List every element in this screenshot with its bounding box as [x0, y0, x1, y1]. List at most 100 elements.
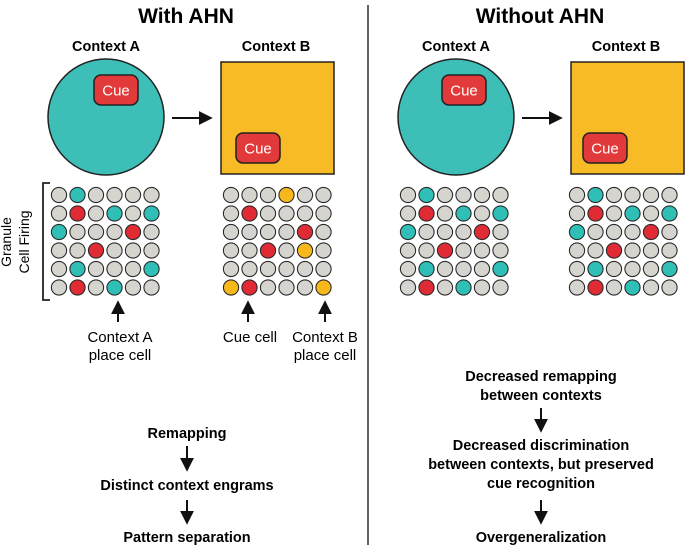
granule-inactive-cell	[241, 242, 258, 259]
flow-decreased-discrimination-line2: between contexts, but preserved	[428, 457, 654, 473]
granule-inactive-cell	[69, 223, 86, 241]
granule-inactive-cell	[50, 205, 68, 222]
flow-decreased-remapping-line2: between contexts	[480, 388, 602, 404]
granule-inactive-cell	[624, 260, 641, 278]
granule-inactive-cell	[418, 242, 435, 259]
granule-inactive-cell	[568, 279, 586, 296]
granule-inactive-cell	[568, 260, 586, 278]
granule-red-cell	[296, 223, 314, 241]
granule-teal-cell	[143, 205, 160, 222]
granule-teal-cell	[418, 260, 435, 278]
flow-distinct-engrams: Distinct context engrams	[100, 478, 273, 494]
context-a-label-right: Context A	[422, 39, 490, 55]
panel-without-ahn: Without AHN Context A Context B Cue Cue …	[397, 5, 685, 546]
granule-teal-cell	[69, 186, 86, 204]
granule-inactive-cell	[222, 223, 240, 241]
granule-bracket	[42, 182, 50, 301]
granule-inactive-cell	[50, 242, 68, 259]
granule-inactive-cell	[106, 186, 123, 204]
granule-grid-right-b	[568, 186, 678, 296]
granule-teal-cell	[661, 205, 678, 222]
granule-inactive-cell	[315, 205, 332, 222]
granule-yellow-cell	[278, 186, 295, 204]
granule-yellow-cell	[296, 242, 314, 259]
granule-yellow-cell	[315, 279, 332, 296]
granule-inactive-cell	[259, 186, 277, 204]
granule-inactive-cell	[642, 279, 660, 296]
granule-teal-cell	[492, 260, 509, 278]
granule-yellow-cell	[222, 279, 240, 296]
granule-inactive-cell	[50, 186, 68, 204]
annotation-b-line1: Context B	[292, 329, 358, 346]
granule-inactive-cell	[315, 223, 332, 241]
granule-grid-right-a	[399, 186, 509, 296]
granule-inactive-cell	[315, 186, 332, 204]
flow-decreased-discrimination-line1: Decreased discrimination	[453, 438, 630, 454]
granule-inactive-cell	[568, 205, 586, 222]
granule-inactive-cell	[661, 223, 678, 241]
granule-red-cell	[605, 242, 623, 259]
panel-title-with-ahn: With AHN	[138, 5, 234, 28]
granule-inactive-cell	[605, 205, 623, 222]
granule-inactive-cell	[642, 205, 660, 222]
granule-teal-cell	[399, 223, 417, 241]
flow-pattern-separation: Pattern separation	[123, 530, 250, 546]
granule-inactive-cell	[87, 205, 105, 222]
granule-inactive-cell	[241, 223, 258, 241]
granule-inactive-cell	[399, 260, 417, 278]
granule-inactive-cell	[492, 223, 509, 241]
cue-a-text: Cue	[102, 83, 130, 100]
panel-title-without-ahn: Without AHN	[476, 5, 605, 28]
granule-inactive-cell	[642, 186, 660, 204]
cue-a-text-right: Cue	[450, 83, 478, 100]
granule-inactive-cell	[455, 186, 472, 204]
granule-inactive-cell	[473, 279, 491, 296]
granule-teal-cell	[106, 205, 123, 222]
granule-teal-cell	[50, 223, 68, 241]
granule-teal-cell	[624, 279, 641, 296]
granule-inactive-cell	[69, 242, 86, 259]
cue-b-box	[235, 132, 281, 164]
cue-b-box-right	[582, 132, 628, 164]
granule-red-cell	[69, 205, 86, 222]
granule-inactive-cell	[259, 279, 277, 296]
granule-inactive-cell	[296, 260, 314, 278]
granule-inactive-cell	[296, 279, 314, 296]
granule-inactive-cell	[278, 279, 295, 296]
granule-teal-cell	[568, 223, 586, 241]
granule-red-cell	[124, 223, 142, 241]
granule-red-cell	[587, 279, 604, 296]
granule-inactive-cell	[605, 223, 623, 241]
granule-inactive-cell	[315, 242, 332, 259]
context-a-label: Context A	[72, 39, 140, 55]
granule-teal-cell	[587, 260, 604, 278]
granule-inactive-cell	[106, 242, 123, 259]
granule-teal-cell	[587, 186, 604, 204]
granule-inactive-cell	[436, 223, 454, 241]
granule-inactive-cell	[642, 260, 660, 278]
granule-inactive-cell	[492, 242, 509, 259]
context-b-label-right: Context B	[592, 39, 660, 55]
granule-teal-cell	[455, 279, 472, 296]
granule-inactive-cell	[399, 186, 417, 204]
granule-inactive-cell	[399, 205, 417, 222]
granule-inactive-cell	[143, 223, 160, 241]
granule-inactive-cell	[455, 242, 472, 259]
axis-label-line2: Cell Firing	[16, 210, 32, 273]
flow-decreased-remapping-line1: Decreased remapping	[465, 369, 617, 385]
granule-inactive-cell	[87, 279, 105, 296]
annotation-cue-cell: Cue cell	[223, 329, 277, 346]
granule-inactive-cell	[222, 260, 240, 278]
granule-grid-left-a	[50, 186, 160, 296]
granule-inactive-cell	[278, 223, 295, 241]
granule-inactive-cell	[87, 186, 105, 204]
granule-inactive-cell	[624, 186, 641, 204]
granule-teal-cell	[455, 205, 472, 222]
context-b-label: Context B	[242, 39, 310, 55]
granule-inactive-cell	[605, 260, 623, 278]
granule-inactive-cell	[87, 260, 105, 278]
granule-inactive-cell	[568, 186, 586, 204]
granule-teal-cell	[418, 186, 435, 204]
granule-inactive-cell	[399, 242, 417, 259]
